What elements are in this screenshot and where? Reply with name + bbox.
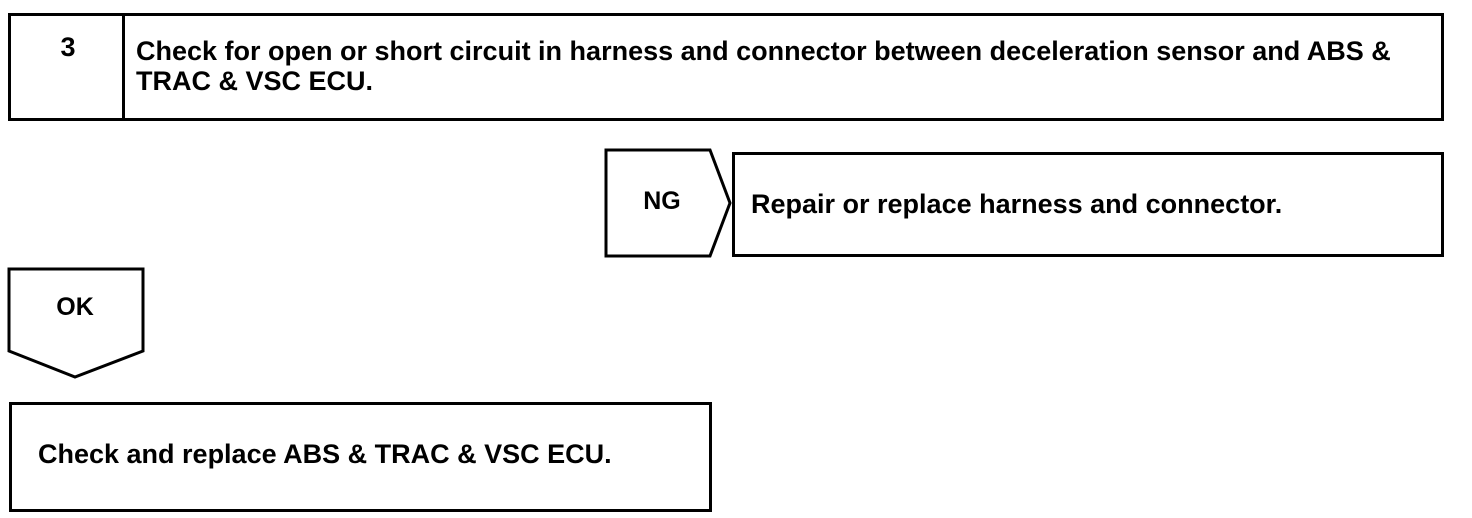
step-number-cell: 3: [11, 16, 125, 118]
ng-label: NG: [643, 187, 681, 215]
step-box: 3 Check for open or short circuit in har…: [8, 13, 1444, 121]
step-title: Check for open or short circuit in harne…: [136, 36, 1391, 96]
ng-result-box: Repair or replace harness and connector.: [732, 152, 1444, 257]
ng-result-text: Repair or replace harness and connector.: [751, 189, 1283, 219]
ok-label: OK: [56, 293, 94, 321]
final-action-text: Check and replace ABS & TRAC & VSC ECU.: [38, 439, 612, 469]
ok-arrow-shape: [7, 267, 145, 379]
step-number: 3: [60, 32, 76, 62]
final-action-box: Check and replace ABS & TRAC & VSC ECU.: [9, 402, 712, 512]
ng-arrow-shape: [604, 148, 732, 258]
